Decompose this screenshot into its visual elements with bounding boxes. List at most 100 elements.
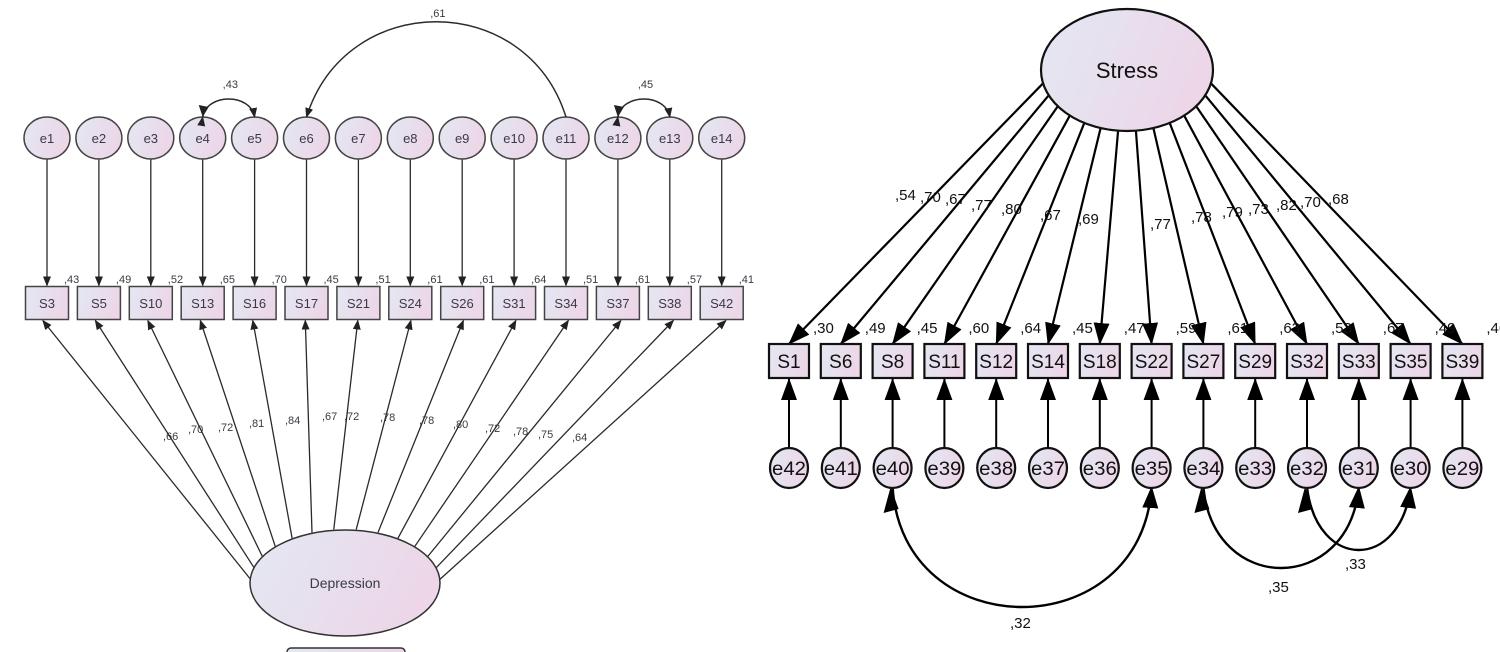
- covariance-arc: [305, 21, 567, 118]
- loading-path: [788, 82, 1044, 345]
- arrowhead-icon: [883, 487, 899, 513]
- loading-label: ,78: [380, 412, 395, 424]
- loading-label: ,67: [945, 191, 966, 208]
- error-term-circle: [1027, 446, 1069, 490]
- observed-variable-box: [180, 285, 225, 321]
- r-squared-label: ,49: [865, 320, 886, 337]
- observed-variable-label: S10: [139, 296, 162, 311]
- error-term-label: e3: [144, 131, 158, 146]
- observed-variable-label: S5: [91, 296, 107, 311]
- loading-label: ,72: [218, 422, 233, 434]
- covariance-label: ,33: [1345, 556, 1366, 573]
- error-term-circle: [1183, 446, 1224, 490]
- observed-variable-label: S24: [399, 296, 422, 311]
- loading-label: ,75: [538, 429, 553, 441]
- observed-variable-label: S1: [777, 352, 800, 373]
- r-squared-label: ,61: [479, 274, 494, 286]
- error-term-label: e42: [772, 459, 806, 480]
- loading-label: ,78: [419, 415, 434, 427]
- covariance-label: ,45: [638, 79, 653, 91]
- loading-path: [1210, 82, 1464, 345]
- error-term-circle: [1338, 446, 1379, 490]
- error-term-circle: [1235, 446, 1276, 490]
- loading-path: [355, 319, 413, 530]
- observed-variable-box: [336, 285, 381, 321]
- loading-label: ,70: [920, 189, 941, 206]
- loading-label: ,80: [453, 419, 468, 431]
- r-squared-label: ,30: [813, 320, 834, 337]
- error-term-label: e5: [247, 131, 261, 146]
- loading-path: [839, 94, 1050, 345]
- r-squared-label: ,60: [968, 320, 989, 337]
- loading-path: [199, 319, 276, 547]
- loading-path: [434, 319, 675, 570]
- loading-label: ,54: [895, 187, 916, 204]
- observed-variable-box: [647, 285, 693, 321]
- r-squared-label: ,65: [220, 274, 235, 286]
- loading-label: ,69: [1078, 211, 1099, 228]
- error-term-circle: [924, 446, 965, 490]
- loading-label: ,81: [249, 418, 264, 430]
- loading-path: [1183, 115, 1308, 345]
- covariance-arc: [1305, 486, 1417, 552]
- r-squared-label: ,47: [1124, 320, 1145, 337]
- covariance-arc: [1202, 486, 1365, 569]
- loading-label: ,67: [1040, 207, 1061, 224]
- loading-label: ,68: [1328, 191, 1349, 208]
- loading-path: [1093, 130, 1120, 345]
- error-term-label: e10: [503, 131, 525, 146]
- r-squared-label: ,45: [324, 274, 339, 286]
- loading-path: [426, 319, 622, 558]
- error-term-label: e1: [40, 131, 54, 146]
- error-term-ellipse: [490, 116, 538, 160]
- observed-variable-label: S39: [1445, 352, 1479, 373]
- observed-variable-box: [491, 285, 537, 321]
- covariance-label: ,61: [430, 8, 445, 20]
- error-term-label: e38: [979, 459, 1013, 480]
- observed-variable-label: S33: [1342, 352, 1376, 373]
- error-term-label: e4: [195, 131, 209, 146]
- loading-path: [1045, 127, 1102, 345]
- observed-variable-label: S12: [979, 352, 1013, 373]
- observed-variable-label: S35: [1394, 352, 1428, 373]
- error-term-ellipse: [75, 116, 123, 160]
- loading-label: ,82: [1276, 197, 1297, 214]
- observed-variable-box: [284, 285, 329, 321]
- r-squared-label: ,51: [583, 274, 598, 286]
- error-term-circle: [1286, 446, 1328, 490]
- loading-path: [1152, 127, 1207, 345]
- observed-variable-label: S38: [658, 296, 681, 311]
- latent-variable-label: Stress: [1096, 58, 1158, 83]
- observed-variable-label: S42: [710, 296, 733, 311]
- loading-path: [147, 319, 264, 558]
- r-squared-label: ,45: [1072, 320, 1093, 337]
- error-term-circle: [1442, 446, 1483, 490]
- observed-variable-box: [388, 285, 433, 321]
- r-squared-label: ,51: [375, 274, 390, 286]
- r-squared-label: ,46: [1486, 320, 1500, 337]
- error-term-circle: [872, 446, 913, 490]
- r-squared-label: ,45: [917, 320, 938, 337]
- r-squared-label: ,49: [1435, 320, 1456, 337]
- error-term-label: e35: [1135, 459, 1169, 480]
- loading-label: ,77: [971, 197, 992, 214]
- error-term-ellipse: [438, 116, 486, 160]
- observed-variable-box: [24, 285, 70, 321]
- covariance-label: ,35: [1268, 579, 1289, 596]
- observed-variable-box: [1182, 342, 1225, 380]
- r-squared-label: ,57: [687, 274, 702, 286]
- r-squared-label: ,59: [1176, 320, 1197, 337]
- error-term-label: e40: [876, 459, 910, 480]
- error-term-label: e37: [1031, 459, 1065, 480]
- loading-path: [414, 319, 569, 547]
- error-term-label: e11: [556, 131, 577, 146]
- observed-variable-label: S34: [554, 296, 577, 311]
- latent-variable-ellipse: [1039, 7, 1215, 133]
- r-squared-label: ,41: [739, 274, 754, 286]
- error-term-label: e41: [824, 459, 858, 480]
- error-term-circle: [1079, 446, 1120, 490]
- r-squared-label: ,61: [635, 274, 650, 286]
- loading-path: [943, 115, 1071, 345]
- cropped-node: [286, 647, 406, 652]
